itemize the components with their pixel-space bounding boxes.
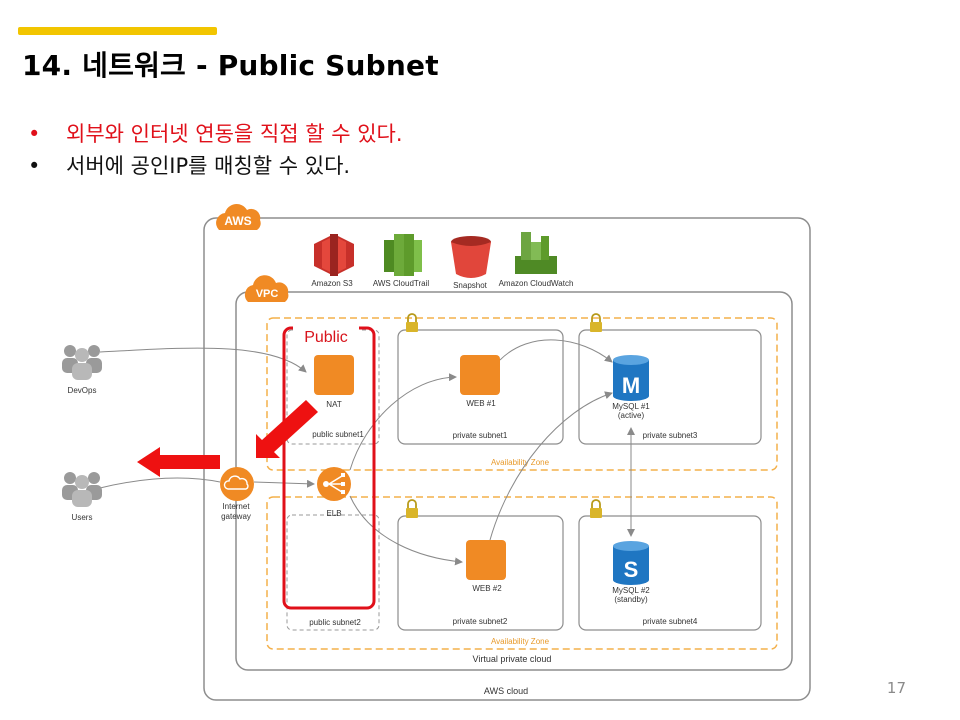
mysql2-letter: S	[624, 557, 639, 582]
public-subnet-1-box	[286, 329, 380, 445]
public-subnet-2-box	[286, 514, 380, 631]
private-subnet-4-box	[578, 515, 762, 631]
gateway-label-line2: gateway	[221, 512, 251, 521]
bullet-text: 외부와 인터넷 연동을 직접 할 수 있다.	[66, 122, 403, 146]
lock-icon	[590, 313, 602, 332]
service-label-cloudtrail: AWS CloudTrail	[373, 279, 430, 288]
availability-zone-1-label: Availability Zone	[491, 458, 550, 467]
availability-zone-2	[266, 496, 778, 650]
public-subnet-2-label: public subnet2	[309, 618, 361, 627]
slide-title: 14. 네트워크 - Public Subnet	[22, 49, 439, 82]
nat-label: NAT	[326, 400, 342, 409]
private-subnet-2-label: private subnet2	[453, 617, 508, 626]
mysql1-letter: M	[622, 373, 640, 398]
bullet-item: • 서버에 공인IP를 매칭할 수 있다.	[28, 150, 350, 180]
elb-label: ELB	[326, 509, 341, 518]
bullet-text: 서버에 공인IP를 매칭할 수 있다.	[66, 154, 351, 178]
devops-label: DevOps	[68, 386, 97, 395]
service-label-s3: Amazon S3	[311, 279, 353, 288]
s3-bucket-icon	[314, 234, 354, 276]
connector-elb-web1	[349, 373, 457, 471]
mysql1-label-line2: (active)	[618, 411, 645, 420]
users-group-icon	[62, 472, 102, 507]
public-label-backdrop	[293, 322, 359, 346]
bullet-dot: •	[28, 122, 41, 146]
web2-label: WEB #2	[472, 584, 502, 593]
private-subnet-4-label: private subnet4	[643, 617, 698, 626]
public-label: Public	[304, 329, 348, 346]
connector-users-gateway	[99, 477, 221, 489]
mysql1-label-line1: MySQL #1	[612, 402, 650, 411]
lock-icon	[590, 499, 602, 518]
mysql2-label-line1: MySQL #2	[612, 586, 650, 595]
lock-icon	[406, 313, 418, 332]
red-arrow-to-internet	[137, 447, 220, 477]
connector-web1-mysql1	[499, 339, 613, 363]
aws-cloud-label: AWS cloud	[484, 686, 528, 696]
web1-label: WEB #1	[466, 399, 496, 408]
devops-users-icon	[62, 345, 102, 380]
web2-instance-icon	[466, 540, 506, 580]
connector-devops-nat	[99, 347, 307, 373]
red-arrow-nat-to-gateway	[256, 400, 318, 458]
aws-cloud-badge: AWS	[216, 204, 261, 230]
service-label-cloudwatch: Amazon CloudWatch	[499, 279, 574, 288]
bullet-dot: •	[28, 154, 41, 178]
vpc-badge-text: VPC	[256, 288, 279, 300]
elb-load-balancer-icon	[317, 467, 351, 501]
mysql-active-database-icon: M	[613, 355, 649, 401]
web1-instance-icon	[460, 355, 500, 395]
cloudtrail-icon	[384, 234, 422, 276]
availability-zone-2-label: Availability Zone	[491, 637, 550, 646]
private-subnet-3-label: private subnet3	[643, 431, 698, 440]
page-number: 17	[886, 679, 906, 697]
nat-instance-icon	[314, 355, 354, 395]
users-label: Users	[72, 513, 93, 522]
cloudwatch-icon	[515, 232, 557, 274]
title-accent-bar	[18, 27, 217, 35]
vpc-label: Virtual private cloud	[473, 654, 552, 664]
public-subnet-1-label: public subnet1	[312, 430, 364, 439]
mysql-standby-database-icon: S	[613, 541, 649, 585]
vpc-cloud-badge: VPC	[244, 275, 289, 302]
connector-elb-web2	[349, 495, 463, 566]
internet-gateway-icon	[220, 467, 254, 501]
private-subnet-3-box	[578, 329, 762, 445]
gateway-label-line1: Internet	[222, 502, 250, 511]
aws-badge-text: AWS	[224, 214, 251, 228]
service-label-snapshot: Snapshot	[453, 281, 488, 290]
mysql2-label-line2: (standby)	[614, 595, 648, 604]
private-subnet-1-label: private subnet1	[453, 431, 508, 440]
snapshot-bucket-icon	[451, 236, 491, 278]
bullet-item: • 외부와 인터넷 연동을 직접 할 수 있다.	[28, 118, 403, 148]
lock-icon	[406, 499, 418, 518]
connector-web2-mysql1	[489, 391, 613, 541]
